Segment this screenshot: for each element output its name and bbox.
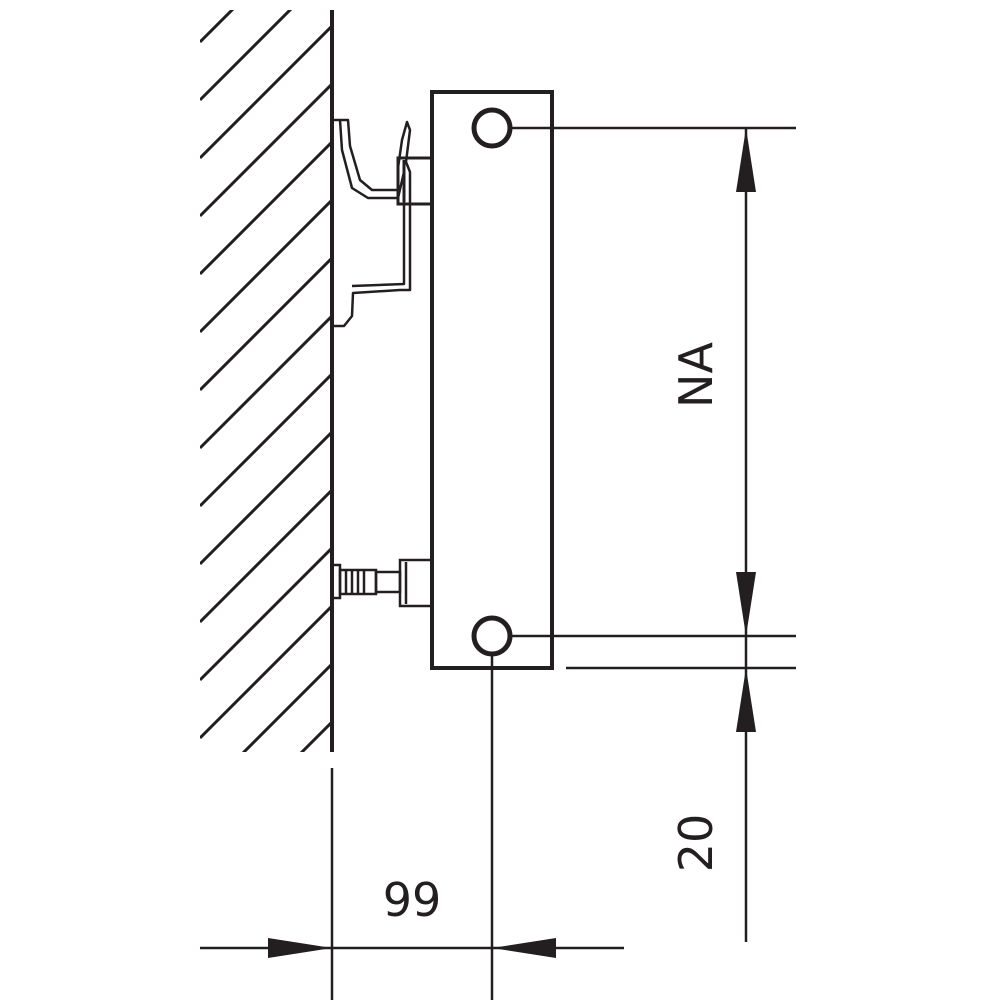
na-dimension [736,128,756,636]
depth-dimension-label: 99 [383,873,442,927]
upper-connector [396,156,434,206]
depth-arrow-left-icon [268,938,332,958]
depth-dimension [200,938,624,958]
na-arrow-top-icon [736,128,756,192]
depth-arrow-right-icon [492,938,556,958]
radiator-panel [430,90,554,670]
extension-lines [330,126,796,1000]
lower-connection-circle [471,615,513,657]
offset-arrow-icon [736,668,756,732]
wall-hatching [200,10,332,752]
upper-connection-circle [471,107,513,149]
na-dimension-label: NA [669,342,723,408]
na-arrow-bottom-icon [736,572,756,636]
wall-bracket [334,118,412,328]
lower-standoff [334,558,434,608]
offset-dimension-label: 20 [669,814,723,873]
offset-dimension [736,636,756,942]
